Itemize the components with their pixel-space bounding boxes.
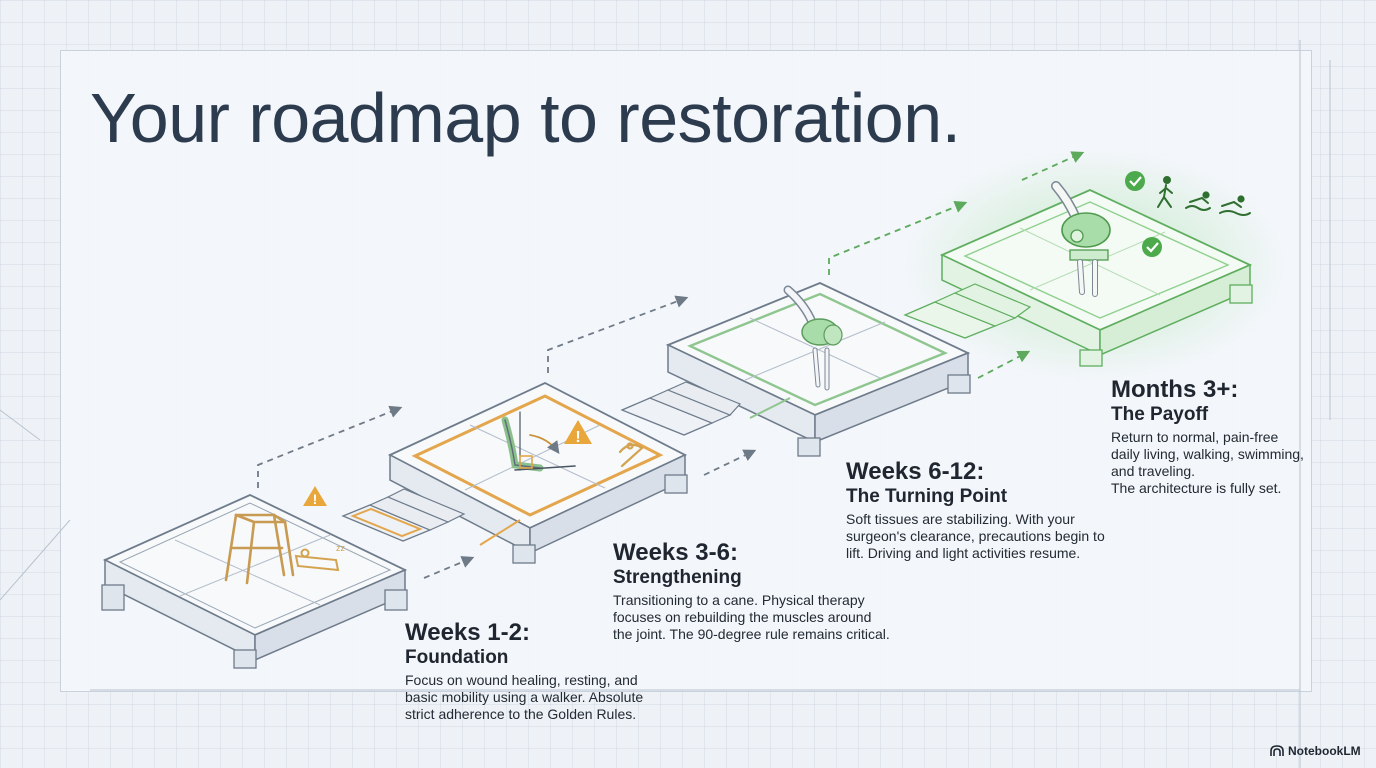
stage-subtitle: Strengthening [613,567,742,588]
stage-heading: Weeks 6-12: [846,458,985,485]
stage-subtitle: Foundation [405,647,509,668]
leg-angle-icon [501,411,576,472]
svg-text:!: ! [575,429,580,446]
knee-implant-icon [1051,181,1111,297]
stage-description: Transitioning to a cane. Physical therap… [613,592,890,642]
warning-icon: ! [564,420,592,446]
svg-text:zz: zz [336,543,346,553]
stage-weeks-3-6: Weeks 3-6: Strengthening Transitioning t… [613,539,890,643]
stage-description: Soft tissues are stabilizing. With your … [846,511,1105,561]
stage-heading: Weeks 1-2: [405,619,530,646]
warning-icon: ! [303,486,327,507]
page-title: Your roadmap to restoration. [90,79,961,157]
stage-description: Return to normal, pain-free daily living… [1111,429,1304,496]
stage-months-3: Months 3+: The Payoff Return to normal, … [1111,376,1304,497]
stage-heading: Months 3+: [1111,376,1239,403]
stage-subtitle: The Payoff [1111,404,1209,425]
walker-icon [224,513,295,585]
stage-subtitle: The Turning Point [846,486,1008,507]
progress-arrows [257,151,1085,579]
stage-weeks-6-12: Weeks 6-12: The Turning Point Soft tissu… [846,458,1105,562]
platform-weeks-3-6 [341,381,688,564]
notebooklm-logo-icon [1270,745,1284,756]
swimming-icon [1185,191,1251,216]
stage-heading: Weeks 3-6: [613,539,738,566]
platform-weeks-1-2 [101,494,408,669]
stage-description: Focus on wound healing, resting, and bas… [405,672,644,722]
resting-bed-icon: zz [294,543,346,572]
check-icon [1125,171,1162,257]
badge-label: NotebookLM [1288,744,1361,758]
stage-weeks-1-2: Weeks 1-2: Foundation Focus on wound hea… [405,619,643,723]
cane-icon [618,442,644,468]
knee-joint-icon [783,285,843,391]
platform-weeks-6-12 [620,282,971,457]
notebooklm-badge: NotebookLM [1270,744,1361,758]
svg-text:!: ! [313,491,318,507]
walking-icon [1157,176,1173,208]
